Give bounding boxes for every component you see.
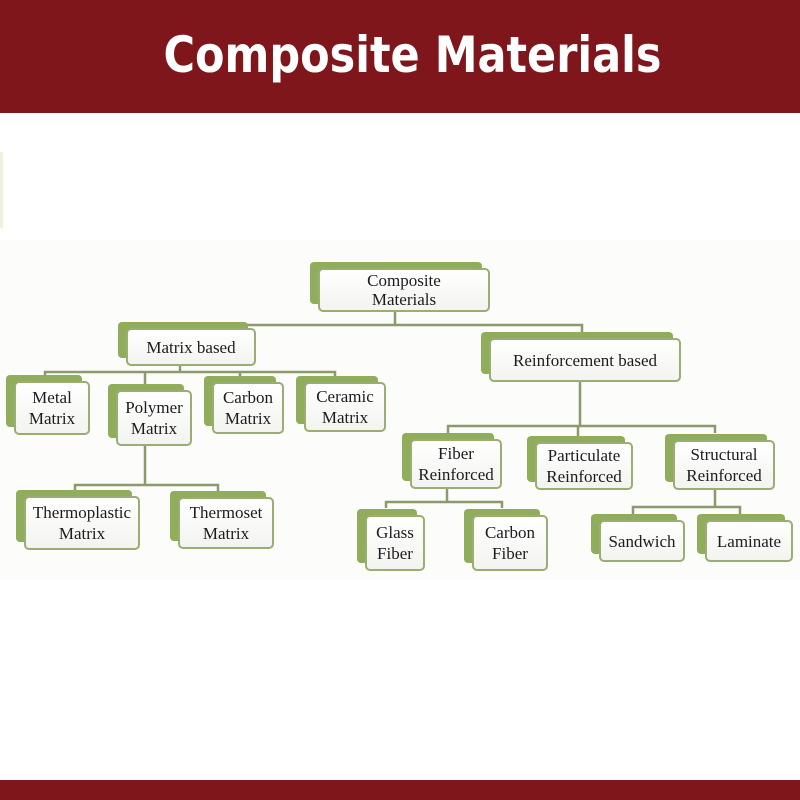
node-label: Matrix based xyxy=(126,328,256,366)
node-label: Fiber Reinforced xyxy=(410,439,502,489)
node-fiber-reinforced[interactable]: Fiber Reinforced xyxy=(402,433,502,489)
node-label: Glass Fiber xyxy=(365,515,425,571)
title-banner: Composite Materials xyxy=(0,0,800,113)
node-carbon-matrix[interactable]: Carbon Matrix xyxy=(204,376,284,434)
node-label: Structural Reinforced xyxy=(673,440,775,490)
left-edge-mark xyxy=(0,152,3,228)
node-label: Metal Matrix xyxy=(14,381,90,435)
node-reinforcement-based[interactable]: Reinforcement based xyxy=(481,332,681,382)
node-label: Polymer Matrix xyxy=(116,390,192,446)
node-label: Carbon Fiber xyxy=(472,515,548,571)
node-label: Thermoplastic Matrix xyxy=(24,496,140,550)
node-metal-matrix[interactable]: Metal Matrix xyxy=(6,375,90,435)
node-label: Composite Materials xyxy=(318,268,490,312)
node-thermoplastic-matrix[interactable]: Thermoplastic Matrix xyxy=(16,490,140,550)
node-ceramic-matrix[interactable]: Ceramic Matrix xyxy=(296,376,386,432)
node-matrix-based[interactable]: Matrix based xyxy=(118,322,256,366)
node-laminate[interactable]: Laminate xyxy=(697,514,793,562)
node-label: Carbon Matrix xyxy=(212,382,284,434)
node-glass-fiber[interactable]: Glass Fiber xyxy=(357,509,425,571)
footer-banner xyxy=(0,780,800,800)
node-label: Laminate xyxy=(705,520,793,562)
node-label: Particulate Reinforced xyxy=(535,442,633,490)
node-sandwich[interactable]: Sandwich xyxy=(591,514,685,562)
node-label: Thermoset Matrix xyxy=(178,497,274,549)
node-composite-materials[interactable]: Composite Materials xyxy=(310,262,490,312)
node-label: Ceramic Matrix xyxy=(304,382,386,432)
node-carbon-fiber[interactable]: Carbon Fiber xyxy=(464,509,548,571)
node-structural-reinforced[interactable]: Structural Reinforced xyxy=(665,434,775,490)
node-label: Reinforcement based xyxy=(489,338,681,382)
node-polymer-matrix[interactable]: Polymer Matrix xyxy=(108,384,192,446)
node-particulate-reinforced[interactable]: Particulate Reinforced xyxy=(527,436,633,490)
node-thermoset-matrix[interactable]: Thermoset Matrix xyxy=(170,491,274,549)
page-title: Composite Materials xyxy=(163,25,662,84)
node-label: Sandwich xyxy=(599,520,685,562)
